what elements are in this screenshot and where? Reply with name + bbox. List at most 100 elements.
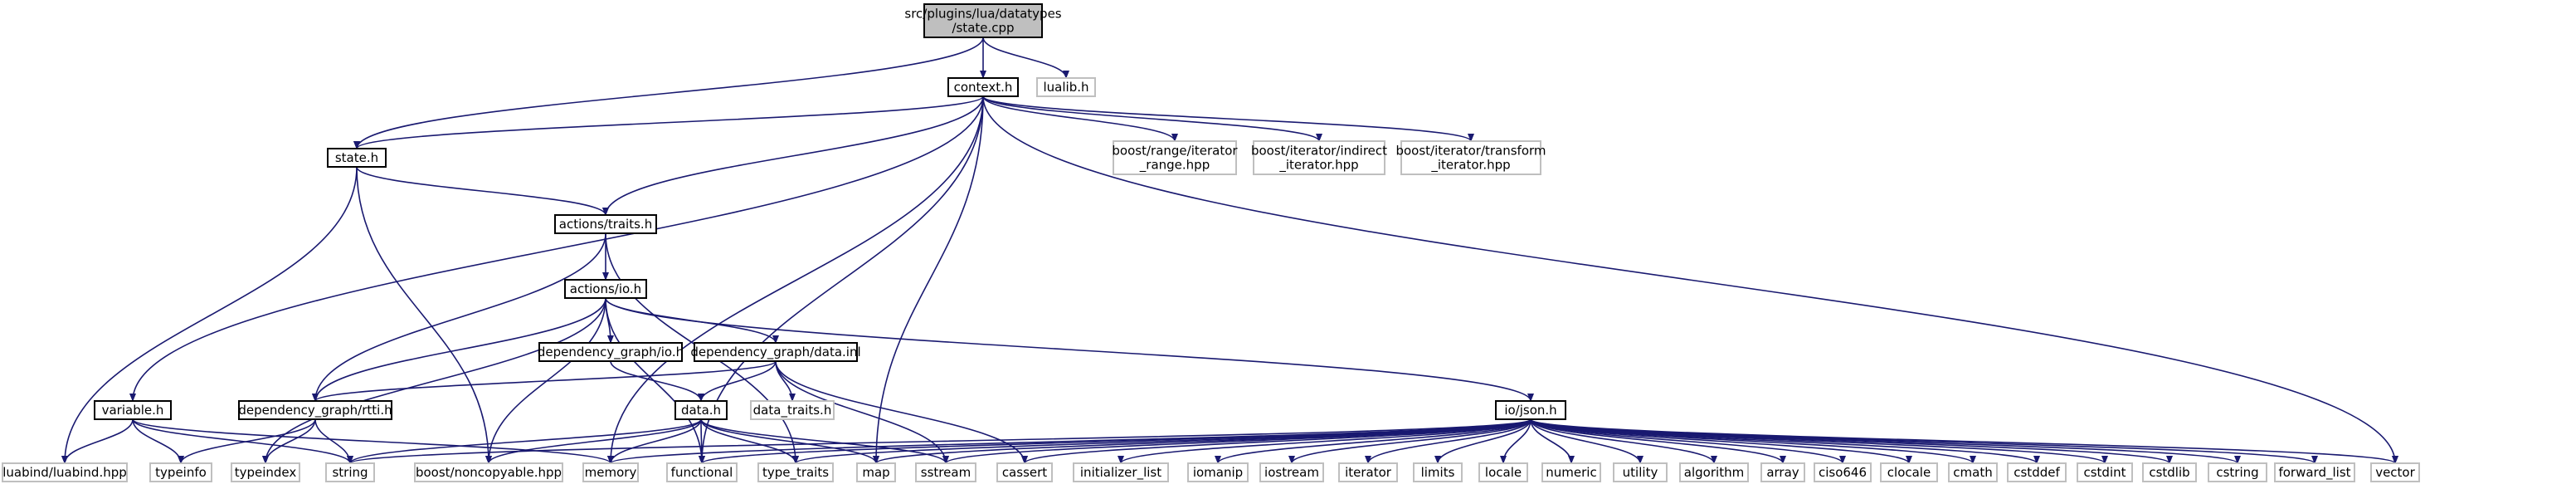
node-label: _iterator.hpp [1430,158,1510,174]
edge-data-h-to-sstream [700,418,949,464]
node-label: actions/io.h [570,281,641,296]
node-label: numeric [1546,465,1596,480]
edge-context-h-to-state-h [353,95,984,149]
node-actions-io-h[interactable]: actions/io.h [564,279,647,299]
node-cstdlib: cstdlib [2142,462,2197,482]
node-typeinfo: typeinfo [149,462,212,482]
node-box [564,279,647,299]
node-label: locale [1485,465,1522,480]
node-box [1073,462,1169,482]
node-data-traits-h: data_traits.h [750,400,835,420]
node-label: forward_list [2278,465,2350,481]
node-forward-list: forward_list [2274,462,2355,482]
edge-dependency-graph-data-inl-to-dependency-graph-rtti-h [312,360,777,402]
node-label: dependency_graph/io.h [538,345,684,360]
node-boost-noncopyable-hpp: boost/noncopyable.hpp [414,462,563,482]
edge-io-json-h-to-limits [1434,418,1531,464]
node-box [238,400,392,420]
node-io-json-h[interactable]: io/json.h [1495,400,1566,420]
node-box [1259,462,1324,482]
node-label: utility [1623,465,1658,480]
node-box [1187,462,1249,482]
node-label: string [332,465,368,480]
node-context-h[interactable]: context.h [947,77,1019,97]
node-label: luabind/luabind.hpp [2,465,127,480]
node-label: cstring [2216,465,2258,480]
node-label: typeindex [235,465,297,480]
edge-io-json-h-to-locale [1500,418,1531,464]
node-label: data_traits.h [753,403,832,418]
node-box [1760,462,1805,482]
edge-data-h-to-string [347,418,702,464]
node-box [1478,462,1528,482]
node-box [750,400,835,420]
node-label: context.h [954,80,1013,95]
node-map: map [856,462,896,482]
edge-context-h-to-map [873,95,984,464]
node-box [757,462,834,482]
node-luabind-luabind-hpp: luabind/luabind.hpp [2,462,128,482]
node-box [2007,462,2067,482]
node-state-h[interactable]: state.h [327,148,387,168]
node-box [2274,462,2355,482]
node-box [856,462,896,482]
node-dependency-graph-io-h[interactable]: dependency_graph/io.h [538,342,684,362]
edge-dependency-graph-rtti-h-to-typeinfo [178,418,316,464]
node-label: limits [1421,465,1455,480]
node-box [414,462,563,482]
node-label: actions/traits.h [559,217,652,232]
node-box [582,462,639,482]
edge-context-h-to-functional [699,95,984,464]
edge-io-json-h-to-utility [1530,418,1643,464]
node-dependency-graph-data-inl[interactable]: dependency_graph/data.inl [690,342,861,362]
edge-data-h-to-type-traits [700,418,799,464]
edge-dependency-graph-rtti-h-to-typeindex [262,418,316,464]
node-memory: memory [582,462,639,482]
edge-context-h-to-vector [982,95,2398,464]
node-cstdint: cstdint [2077,462,2133,482]
edge-data-h-to-functional [698,418,705,464]
node-box [327,148,387,168]
node-label: dependency_graph/data.inl [690,345,860,360]
edge-context-h-to-boost-iterator-transform [982,95,1474,142]
node-box [2208,462,2267,482]
node-label: boost/noncopyable.hpp [416,465,562,480]
node-label: iostream [1264,465,1319,480]
node-dependency-graph-rtti-h[interactable]: dependency_graph/rtti.h [238,400,392,420]
node-data-h[interactable]: data.h [674,400,728,420]
edge-io-json-h-to-vector [1530,418,2398,464]
node-box [996,462,1053,482]
node-cstddef: cstddef [2007,462,2067,482]
node-cstring: cstring [2208,462,2267,482]
node-variable-h[interactable]: variable.h [94,400,172,420]
edge-state-h-to-actions-traits-h [356,166,609,216]
edge-variable-h-to-string [132,418,353,464]
node-label: ciso646 [1819,465,1867,480]
node-box [694,342,858,362]
node-box [325,462,375,482]
node-box [2142,462,2197,482]
edge-io-json-h-to-sstream [942,418,1531,464]
node-label: clocale [1887,465,1931,480]
node-label: iomanip [1193,465,1243,480]
node-box [2077,462,2133,482]
edge-state-h-to-luabind-luabind-hpp [61,166,358,464]
node-vector: vector [2370,462,2420,482]
edge-context-h-to-actions-traits-h [602,95,984,216]
node-actions-traits-h[interactable]: actions/traits.h [554,214,657,234]
node-label: variable.h [102,403,164,418]
edge-state-cpp-to-lualib-h [982,37,1069,79]
edge-io-json-h-to-initializer-list [1118,418,1531,464]
node-label: _range.hpp [1139,158,1210,174]
node-limits: limits [1413,462,1463,482]
nodes-layer: src/plugins/lua/datatypes/state.cpp conte… [2,3,2420,482]
node-box [1113,140,1237,175]
node-label: vector [2375,465,2415,480]
edge-io-json-h-to-numeric [1530,418,1575,464]
node-label: cstddef [2014,465,2060,480]
node-box [1338,462,1398,482]
node-label: state.h [335,150,378,165]
edge-io-json-h-to-forward-list [1530,418,2318,464]
node-state-cpp[interactable]: src/plugins/lua/datatypes/state.cpp [904,3,1062,38]
node-label: cstdlib [2149,465,2189,480]
